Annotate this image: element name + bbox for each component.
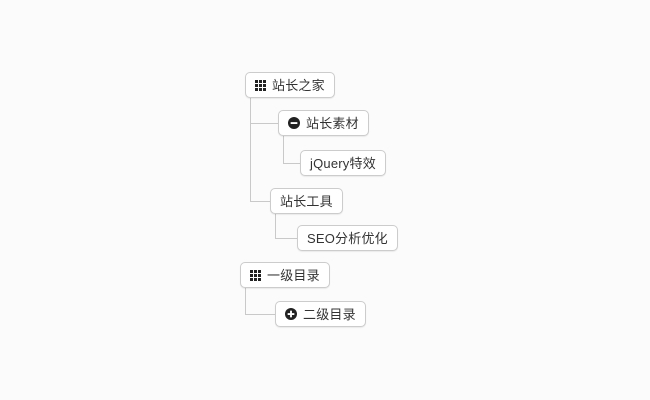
connector-to-zhanzhang-gongju — [250, 201, 270, 202]
connector-root-trunk — [250, 98, 251, 201]
connector-to-seo-fenxi — [275, 238, 297, 239]
node-label: 站长工具 — [280, 193, 333, 209]
node-label: 站长素材 — [306, 115, 359, 131]
node-jquery-texiao[interactable]: jQuery特效 — [300, 150, 386, 176]
connector-sucai-trunk — [283, 136, 284, 163]
node-zhanzhang-zhijia[interactable]: 站长之家 — [245, 72, 335, 98]
connector-to-erji-mulu — [245, 314, 275, 315]
node-label: SEO分析优化 — [307, 230, 388, 246]
circle-plus-icon[interactable] — [285, 308, 297, 320]
node-erji-mulu[interactable]: 二级目录 — [275, 301, 366, 327]
grid-icon — [250, 269, 261, 281]
connector-to-zhanzhang-sucai — [250, 123, 278, 124]
node-yiji-mulu[interactable]: 一级目录 — [240, 262, 330, 288]
node-label: jQuery特效 — [310, 155, 376, 171]
node-seo-fenxi-youhua[interactable]: SEO分析优化 — [297, 225, 398, 251]
grid-icon — [255, 79, 266, 91]
circle-minus-icon[interactable] — [288, 117, 300, 129]
node-zhanzhang-sucai[interactable]: 站长素材 — [278, 110, 369, 136]
connector-to-jquery-texiao — [283, 163, 300, 164]
node-zhanzhang-gongju[interactable]: 站长工具 — [270, 188, 343, 214]
node-label: 一级目录 — [267, 267, 320, 283]
connector-gongju-trunk — [275, 214, 276, 238]
node-label: 二级目录 — [303, 306, 356, 322]
node-label: 站长之家 — [272, 77, 325, 93]
connector-directory-trunk — [245, 288, 246, 314]
